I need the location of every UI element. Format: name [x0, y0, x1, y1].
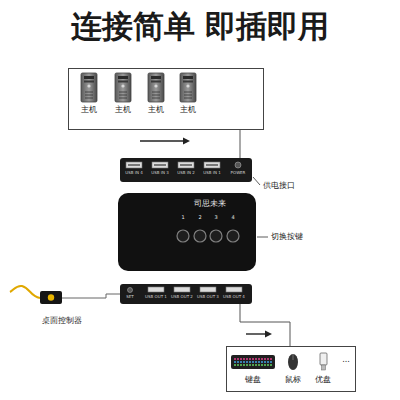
node-text: 2 [195, 215, 205, 221]
desktop-controller [10, 286, 62, 304]
controller-wire [62, 294, 120, 298]
computer-tower [148, 73, 164, 102]
host-group-box: 主机主机主机主机 [68, 68, 264, 130]
node-text: 4 [228, 215, 238, 221]
node-text: POWER [228, 171, 248, 176]
node-text: 司思未来 [188, 199, 232, 208]
node-text: USB IN 1 [200, 171, 224, 176]
output-ports [120, 284, 252, 304]
node-text: 键盘 [241, 375, 265, 384]
node-text: 主机 [176, 105, 200, 114]
connector-line [240, 304, 290, 346]
node-text: ... [339, 355, 353, 364]
computer-tower [81, 73, 97, 102]
node-text: USB IN 4 [122, 171, 146, 176]
back-panel: USB IN 4USB IN 3USB IN 2USB IN 1 POWER [120, 158, 252, 182]
leader-line [253, 177, 260, 185]
input-ports [120, 158, 252, 182]
node-text: USB OUT 1 [144, 295, 169, 300]
computer-tower [180, 73, 196, 102]
node-text: 主机 [144, 105, 168, 114]
leader-line [257, 237, 268, 238]
node-text: 3 [211, 215, 221, 221]
peripherals [227, 347, 357, 393]
switch-buttons [118, 193, 256, 271]
computer-tower [115, 73, 131, 102]
node-text: USB OUT 3 [196, 295, 221, 300]
callout-label: 供电接口 [263, 181, 295, 190]
callout-label: 切换按键 [271, 232, 303, 241]
flow-arrow [140, 138, 190, 145]
node-text: 主机 [77, 105, 101, 114]
kvm-switch-box: 司思未来 1 23 4 [118, 193, 256, 271]
host-computers [69, 69, 265, 131]
node-text: USB IN 3 [148, 171, 172, 176]
node-text: 1 [178, 215, 188, 221]
node-text: USB IN 2 [174, 171, 198, 176]
node-text: SET [123, 295, 137, 300]
connector-line [240, 130, 241, 158]
callout-label: 桌面控制器 [42, 316, 82, 325]
front-panel: SET USB OUT 1USB OUT 2USB OUT 3USB OUT 4 [120, 284, 252, 304]
node-text: 优盘 [311, 375, 335, 384]
diagram-title: 连接简单 即插即用 [0, 8, 400, 45]
flow-arrow [246, 331, 272, 338]
node-text: 鼠标 [281, 375, 305, 384]
node-text: USB OUT 4 [222, 295, 247, 300]
node-text: USB OUT 2 [170, 295, 195, 300]
peripheral-group-box: 键盘 鼠标优盘... [226, 346, 356, 392]
node-text: 主机 [111, 105, 135, 114]
